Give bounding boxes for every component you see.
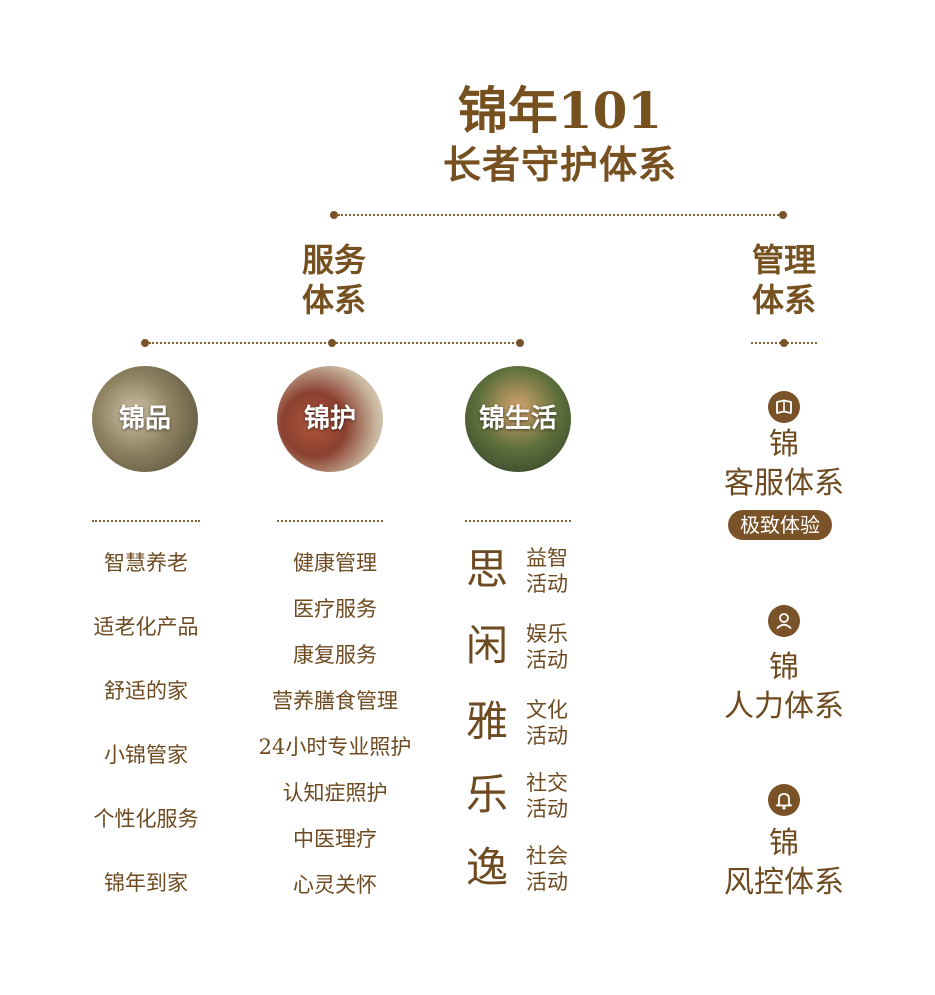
- user-icon: [768, 605, 800, 637]
- bell-icon-glyph: [776, 793, 792, 810]
- column-divider: [92, 520, 200, 522]
- jinhu-item: 营养膳食管理: [272, 689, 398, 713]
- connector-dot: [141, 339, 149, 347]
- activity-label: 社交 活动: [526, 770, 568, 822]
- jinpin-item: 个性化服务: [93, 807, 199, 831]
- service-branch-title: 服务 体系: [274, 240, 394, 320]
- calligraphy-char: 乐: [466, 770, 509, 819]
- jinpin-circle: 锦品: [92, 366, 198, 472]
- column-divider: [465, 520, 571, 522]
- book-icon: [768, 391, 800, 423]
- column-divider: [277, 520, 383, 522]
- connector-dot: [779, 211, 787, 219]
- top-connector-line: [338, 214, 782, 216]
- calligraphy-char: 逸: [466, 843, 509, 892]
- jinhu-item: 健康管理: [293, 551, 377, 575]
- activity-line: 益智: [526, 546, 568, 570]
- mgmt-jin-label: 锦: [769, 650, 799, 685]
- activity-line: 社交: [526, 771, 568, 795]
- activity-label: 文化 活动: [526, 697, 568, 749]
- service-branch-line: 体系: [301, 281, 366, 319]
- connector-dot: [328, 339, 336, 347]
- activity-line: 活动: [526, 724, 568, 748]
- jinpin-item: 舒适的家: [104, 679, 188, 703]
- mgmt-jin-label: 锦: [769, 826, 799, 861]
- activity-line: 娱乐: [526, 622, 568, 646]
- activity-label: 益智 活动: [526, 545, 568, 597]
- title-line-2: 长者守护体系: [442, 142, 677, 187]
- experience-badge: 极致体验: [728, 510, 832, 540]
- mgmt-name: 人力体系: [724, 689, 844, 724]
- jinhu-label: 锦护: [303, 404, 356, 434]
- calligraphy-char: 雅: [466, 697, 509, 746]
- activity-line: 活动: [526, 572, 568, 596]
- jinshenghuo-circle: 锦生活: [465, 366, 571, 472]
- book-icon-glyph: [776, 399, 792, 414]
- jinshenghuo-label: 锦生活: [478, 404, 557, 434]
- management-branch-line: 管理: [751, 241, 816, 279]
- jinhu-item: 医疗服务: [293, 597, 377, 621]
- bell-icon: [768, 784, 800, 816]
- connector-dot: [330, 211, 338, 219]
- activity-label: 社会 活动: [526, 843, 568, 895]
- jinhu-item: 康复服务: [293, 643, 377, 667]
- connector-dot: [780, 339, 788, 347]
- connector-dot: [516, 339, 524, 347]
- jinpin-item: 锦年到家: [104, 871, 188, 895]
- user-icon-glyph: [776, 613, 792, 629]
- title-line-1: 锦年101: [457, 81, 663, 140]
- jinhu-item: 24小时专业照护: [258, 735, 412, 759]
- management-branch-title: 管理 体系: [724, 240, 844, 320]
- mgmt-jin-label: 锦: [769, 427, 799, 462]
- service-branch-line: 服务: [301, 241, 366, 279]
- calligraphy-char: 思: [466, 545, 509, 594]
- mgmt-name: 风控体系: [724, 865, 844, 900]
- jinpin-item: 小锦管家: [104, 743, 188, 767]
- activity-line: 活动: [526, 648, 568, 672]
- jinhu-item: 心灵关怀: [293, 873, 377, 897]
- activity-line: 活动: [526, 797, 568, 821]
- activity-line: 文化: [526, 698, 568, 722]
- jinhu-circle: 锦护: [277, 366, 383, 472]
- calligraphy-char: 闲: [466, 621, 509, 670]
- jinpin-item: 适老化产品: [93, 615, 199, 639]
- activity-line: 活动: [526, 870, 568, 894]
- management-branch-line: 体系: [751, 281, 816, 319]
- jinpin-label: 锦品: [118, 404, 171, 434]
- jinpin-item: 智慧养老: [104, 551, 188, 575]
- jinhu-item: 认知症照护: [282, 781, 388, 805]
- activity-line: 社会: [526, 844, 568, 868]
- activity-label: 娱乐 活动: [526, 621, 568, 673]
- jinhu-item: 中医理疗: [293, 827, 377, 851]
- mgmt-name: 客服体系: [724, 466, 844, 501]
